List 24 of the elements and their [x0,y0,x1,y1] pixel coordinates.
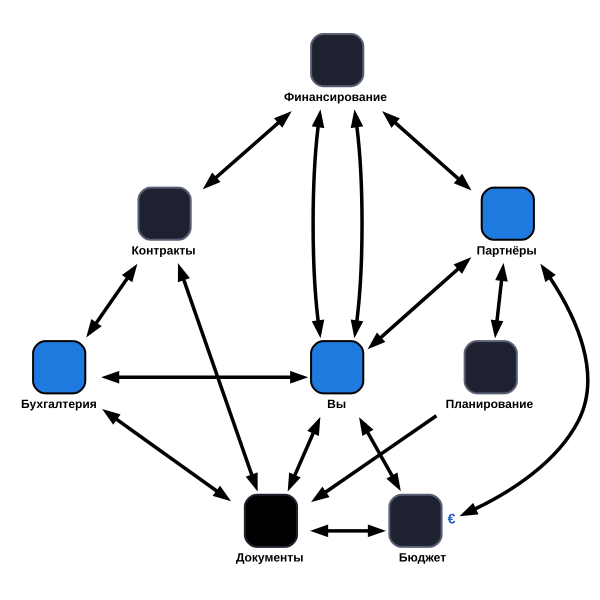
arrow [202,110,292,189]
arrow [350,108,364,338]
node-label: Контракты [131,242,196,257]
node-label: Планирование [446,396,534,410]
arrow [368,256,472,349]
arrow [288,416,320,492]
arrow [101,370,308,384]
arrow [311,108,324,338]
arrow [178,262,258,492]
arrow [382,110,472,190]
arrow [311,414,438,502]
node-label: Финансирование [284,89,387,104]
node-label: Документы [236,550,304,564]
arrow [102,408,232,501]
node-label: Партнёры [476,242,537,257]
arrow [359,416,401,491]
node-label: € [448,510,456,526]
node-label: Вы [327,396,346,410]
arrow [86,263,138,337]
node-label: Бюджет [398,550,446,564]
node-label: Бухгалтерия [21,396,97,410]
arrow [459,263,590,516]
arrow [490,262,508,338]
arrow [310,524,386,537]
